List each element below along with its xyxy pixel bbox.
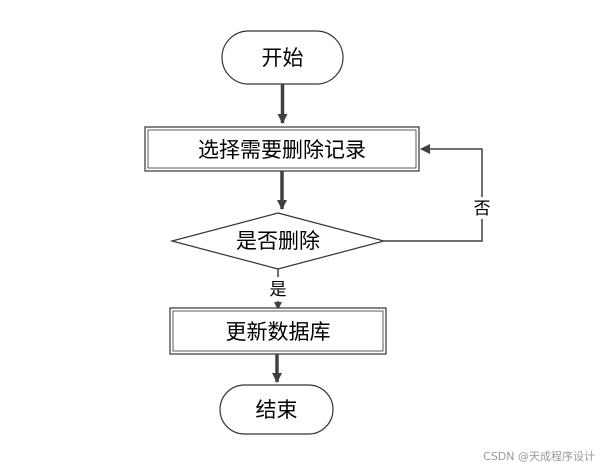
yes-branch-label: 是	[270, 280, 287, 300]
select-record-label: 选择需要删除记录	[198, 138, 366, 162]
select-record-box-inner	[147, 129, 417, 169]
update-database-box	[169, 307, 387, 355]
no-branch-label: 否	[474, 199, 491, 219]
end-label: 结束	[256, 398, 298, 422]
arrow-no-loop-back	[384, 144, 483, 242]
start-label: 开始	[262, 46, 304, 70]
watermark: CSDN @天成程序设计	[483, 450, 595, 463]
update-database-label: 更新数据库	[226, 320, 331, 344]
delete-decision-label: 是否删除	[236, 229, 320, 253]
no-label-background	[472, 197, 492, 219]
select-record-box	[144, 126, 420, 172]
update-database-box-inner	[172, 310, 384, 352]
end-terminator-shape	[219, 384, 334, 435]
yes-label-background	[266, 277, 290, 301]
